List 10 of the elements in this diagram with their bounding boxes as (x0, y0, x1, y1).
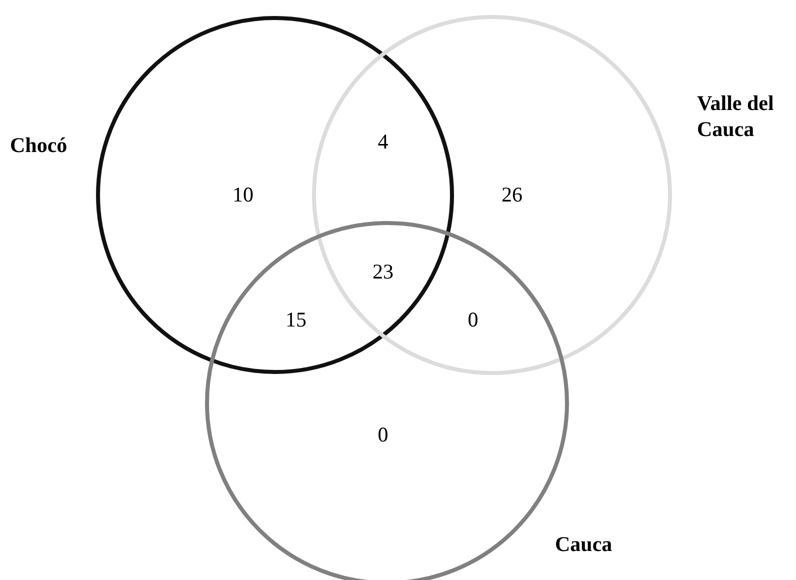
set-label: Valle del Cauca (697, 90, 775, 142)
set-label: Chocó (10, 132, 68, 158)
region-count: 26 (502, 182, 522, 208)
region-count: 15 (286, 308, 306, 332)
region-count: 0 (378, 422, 388, 448)
region-count: 0 (468, 308, 478, 332)
region-count: 10 (232, 182, 254, 208)
set-label: Cauca (555, 531, 614, 557)
region-count: 23 (372, 260, 394, 284)
region-count: 4 (378, 130, 388, 154)
